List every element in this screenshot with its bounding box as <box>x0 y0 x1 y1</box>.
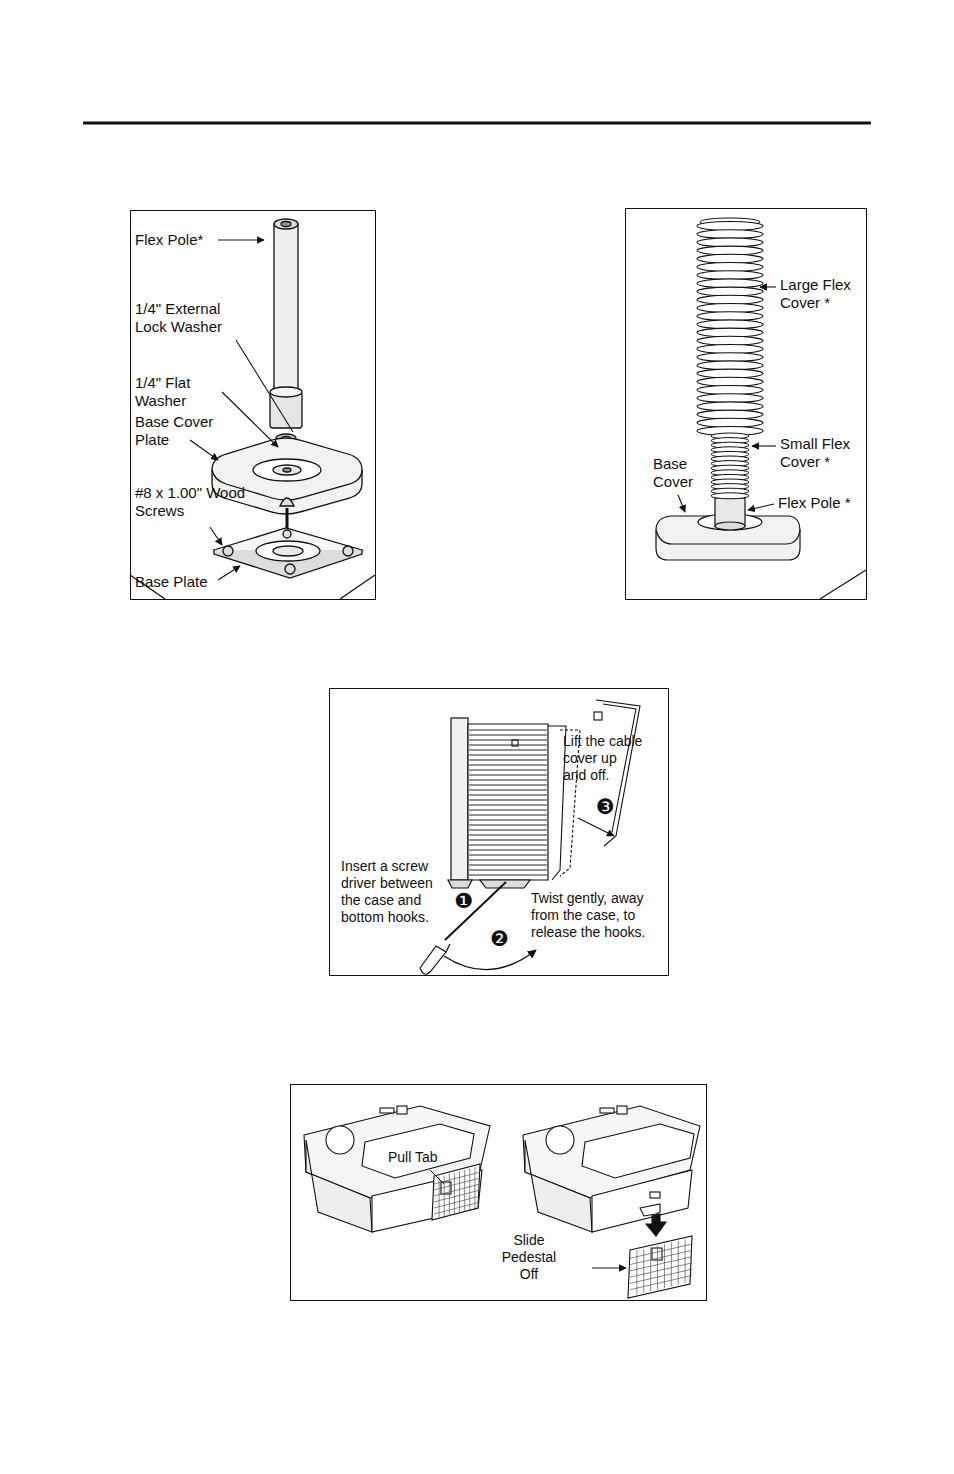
grille-rib <box>469 805 547 806</box>
grille-line <box>630 1263 692 1277</box>
scanner-grille <box>469 730 547 875</box>
grille-rib <box>469 860 547 861</box>
bellows-ring <box>697 254 763 263</box>
grille-rib <box>469 815 547 816</box>
grille-line <box>630 1275 692 1289</box>
grille-rib <box>469 785 547 786</box>
bellows-ring <box>697 238 763 247</box>
grille-rib <box>469 745 547 746</box>
part-label: 1/4" External Lock Washer <box>135 300 245 337</box>
scanner-side-view <box>448 718 548 888</box>
bellows-ring <box>697 336 763 345</box>
twist-arrow <box>444 950 536 970</box>
bellows-ring <box>697 263 763 272</box>
instruction-note: Slide Pedestal Off <box>494 1232 564 1283</box>
leader-lines <box>190 240 293 580</box>
grille-line <box>630 1269 692 1283</box>
grille-rib <box>469 800 547 801</box>
bellows-ring <box>697 386 763 395</box>
grille-rib <box>469 820 547 821</box>
callout-number: ❶ <box>454 891 478 912</box>
grille-rib <box>469 845 547 846</box>
part-label: 1/4" Flat Washer <box>135 374 210 411</box>
bellows-ring <box>697 402 763 411</box>
bellows-ring <box>697 377 763 386</box>
scanner-pedestal-views <box>304 1106 700 1298</box>
figure-frame <box>131 211 376 600</box>
grille-rib <box>469 875 547 876</box>
grille-rib <box>469 790 547 791</box>
grille-rib <box>469 855 547 856</box>
part-label: Small Flex Cover * <box>780 435 862 472</box>
grille-rib <box>469 765 547 766</box>
grille-line <box>630 1257 692 1271</box>
grille-line <box>434 1184 480 1196</box>
part-label: Flex Pole* <box>135 231 225 249</box>
part-label: #8 x 1.00" Wood Screws <box>135 484 247 521</box>
grille-rib <box>469 730 547 731</box>
bellows-ring <box>697 418 763 427</box>
grille-rib <box>469 770 547 771</box>
grille-rib <box>469 775 547 776</box>
grille-rib <box>469 795 547 796</box>
leader-line <box>430 1170 444 1184</box>
grille-rib <box>469 865 547 866</box>
grille-rib <box>469 760 547 761</box>
part-label: Base Cover <box>653 455 709 492</box>
grille-rib <box>469 740 547 741</box>
grille-line <box>434 1196 480 1208</box>
bellows-ring <box>697 279 763 288</box>
bellows-ring <box>711 493 749 499</box>
grille-line <box>434 1178 480 1190</box>
bellows-ring <box>697 320 763 329</box>
grille-rib <box>469 870 547 871</box>
grille-line <box>434 1172 480 1184</box>
cable-cover <box>512 700 640 880</box>
flex-cover-bellows <box>697 218 763 499</box>
grille-rib <box>469 825 547 826</box>
flex-cover-assembly <box>656 498 866 599</box>
bellows-ring <box>697 304 763 313</box>
pedestal-grille <box>434 1167 692 1294</box>
flex-pole-exploded-view <box>130 219 375 599</box>
grille-line <box>630 1250 692 1264</box>
bellows-ring <box>697 295 763 304</box>
callout-number: ❷ <box>490 929 514 950</box>
figure-frame <box>626 209 867 600</box>
callout-number: ❸ <box>596 797 620 818</box>
part-label: Flex Pole * <box>778 494 864 512</box>
part-label: Large Flex Cover * <box>780 276 862 313</box>
grille-rib <box>469 780 547 781</box>
grille-line <box>630 1244 692 1258</box>
grille-rib <box>469 750 547 751</box>
part-label: Base Plate <box>135 573 225 591</box>
instruction-note: Twist gently, away from the case, to rel… <box>531 890 663 941</box>
grille-rib <box>469 850 547 851</box>
grille-rib <box>469 810 547 811</box>
figure-frame <box>291 1085 707 1301</box>
bellows-ring <box>697 361 763 370</box>
grille-rib <box>469 755 547 756</box>
header-rule <box>83 122 871 125</box>
grille-line <box>434 1190 480 1202</box>
grille-rib <box>469 830 547 831</box>
part-label: Base Cover Plate <box>135 413 225 450</box>
grille-rib <box>469 735 547 736</box>
grille-rib <box>469 840 547 841</box>
bellows-ring <box>697 345 763 354</box>
figure-frame <box>330 689 669 976</box>
grille-line <box>434 1202 480 1214</box>
part-label: Pull Tab <box>388 1149 458 1166</box>
instruction-note: Lift the cable cover up and off. <box>563 733 643 784</box>
instruction-note: Insert a screw driver between the case a… <box>341 858 449 926</box>
grille-rib <box>469 835 547 836</box>
